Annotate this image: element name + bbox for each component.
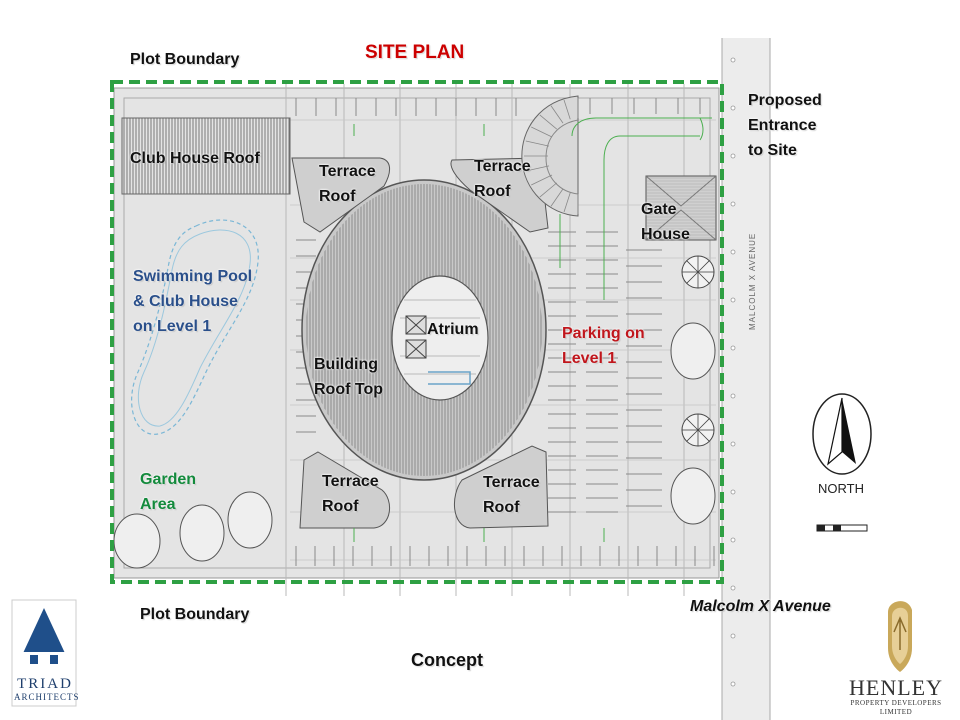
spiral-ramp bbox=[521, 95, 579, 217]
north-arrow-icon bbox=[812, 393, 872, 475]
atrium-void bbox=[391, 275, 489, 401]
terrace-roof-tl-shape bbox=[291, 157, 390, 233]
traffic-flow-lines bbox=[353, 117, 712, 542]
triad-architects-text: TRIAD ARCHITECTS bbox=[14, 676, 80, 702]
terrace-roof-br-shape bbox=[453, 445, 549, 529]
atrium-label: Atrium bbox=[427, 321, 479, 338]
road-markers bbox=[730, 57, 736, 687]
plot-boundary-line bbox=[110, 80, 724, 584]
trees bbox=[113, 255, 716, 569]
concept-label: Concept bbox=[411, 650, 483, 670]
triad-architects-logo bbox=[11, 599, 77, 707]
henley-logo-crest bbox=[888, 601, 912, 672]
terrace-roof-bl-shape bbox=[299, 451, 390, 529]
street-name-label: Malcolm X Avenue bbox=[690, 598, 831, 615]
scale-bar bbox=[816, 524, 868, 532]
plot-boundary-label-bottom: Plot Boundary bbox=[140, 606, 250, 623]
parking-stalls bbox=[295, 98, 715, 566]
club-house-roof bbox=[121, 117, 291, 195]
terrace-roof-tr-shape bbox=[450, 157, 549, 233]
gate-house-roof bbox=[645, 175, 717, 241]
page-title: SITE PLAN bbox=[365, 42, 465, 63]
plot-boundary-label-top: Plot Boundary bbox=[130, 51, 240, 68]
road-name-vertical: MALCOLM X AVENUE bbox=[748, 232, 757, 330]
club-house-roof-label: Club House Roof bbox=[130, 150, 260, 167]
henley-text: HENLEY PROPERTY DEVELOPERS LIMITED bbox=[849, 675, 943, 717]
north-label: NORTH bbox=[818, 481, 864, 496]
road bbox=[722, 38, 770, 720]
swimming-pool-outline bbox=[131, 219, 259, 435]
